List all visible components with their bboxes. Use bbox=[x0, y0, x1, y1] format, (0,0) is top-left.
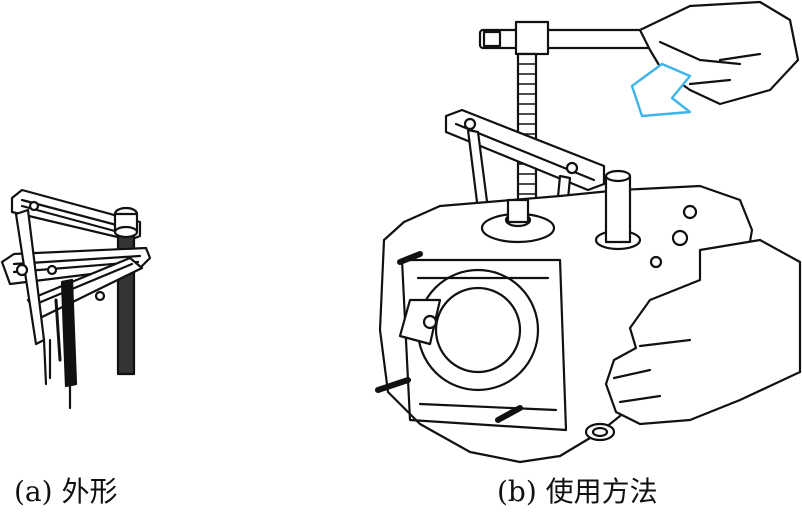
caption-a: (a) 外形 bbox=[14, 475, 118, 508]
crankcase-usage-illustration bbox=[375, 20, 754, 464]
hand-holding-case-illustration bbox=[604, 238, 802, 426]
caption-b: (b) 使用方法 bbox=[497, 475, 658, 508]
rotation-arrow-icon bbox=[630, 62, 692, 118]
puller-tool-illustration bbox=[0, 188, 152, 410]
